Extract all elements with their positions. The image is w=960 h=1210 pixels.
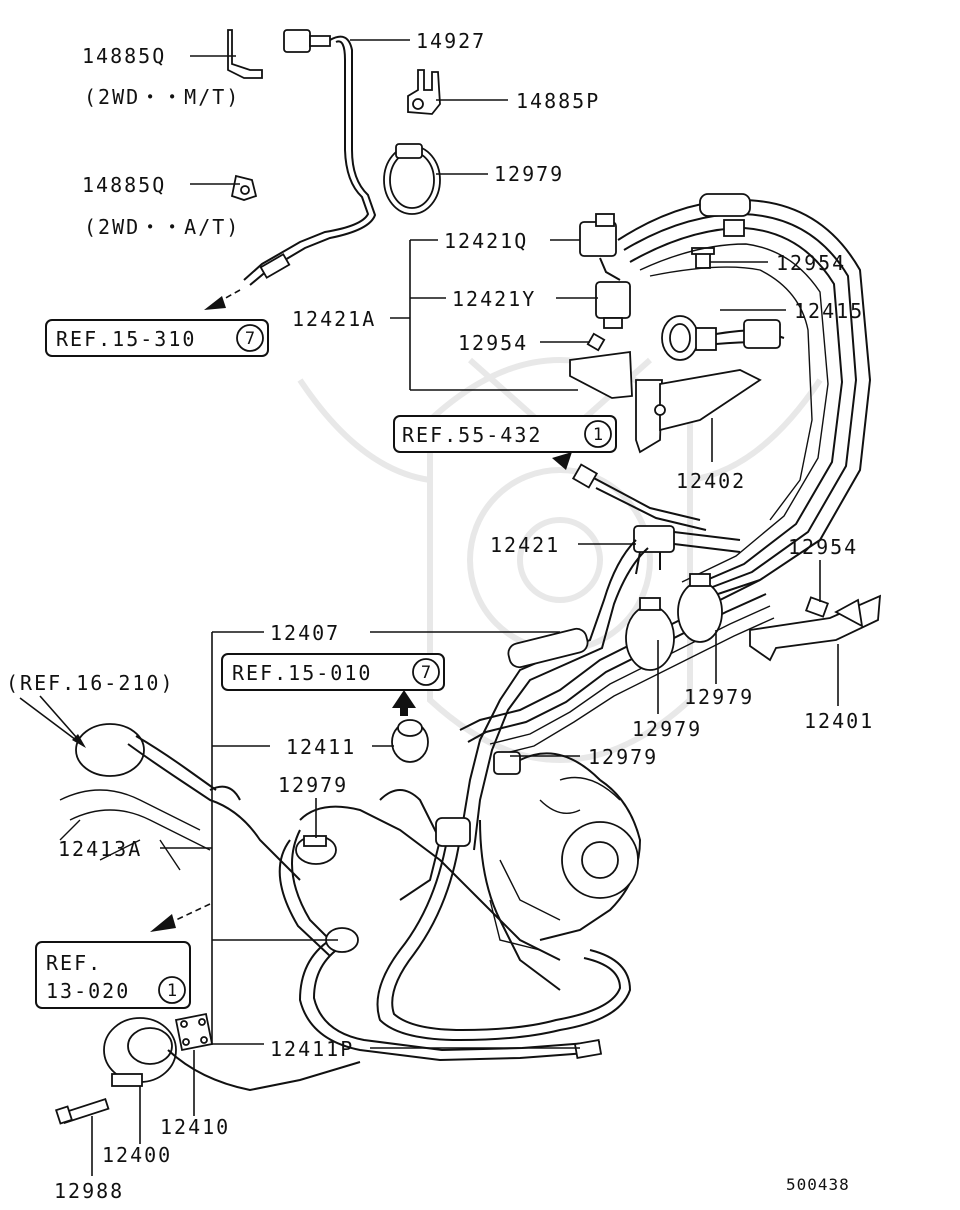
ref-text-16-210: (REF.16-210)	[6, 671, 175, 695]
label-12401: 12401	[804, 709, 874, 733]
label-12954-top: 12954	[776, 251, 846, 275]
bracket-14885p	[407, 69, 441, 115]
ref-arrow-55-432	[552, 452, 707, 531]
ref-circle-55-432: 1	[593, 425, 603, 445]
bracket-12421a	[569, 350, 633, 399]
label-12979-right: 12979	[684, 685, 754, 709]
label-14885q-at: 14885Q	[82, 173, 166, 197]
ref-arrow-13-020	[150, 903, 211, 932]
label-12407: 12407	[270, 621, 340, 645]
label-12415: 12415	[794, 299, 864, 323]
bracket-12401	[749, 594, 882, 662]
note-2wd-mt: (2WD・・M/T)	[84, 85, 240, 109]
label-12421: 12421	[490, 533, 560, 557]
clamp-12979-top	[383, 143, 441, 215]
ref-text-13-020-line1: REF.	[46, 951, 102, 975]
label-12421q: 12421Q	[444, 229, 528, 253]
grommet-12411	[391, 719, 429, 763]
label-14927: 14927	[416, 29, 486, 53]
label-12954-right: 12954	[788, 535, 858, 559]
label-12402: 12402	[676, 469, 746, 493]
ref-circle-13-020: 1	[167, 981, 177, 1001]
ref-arrow-15-310	[204, 289, 241, 310]
ref-circle-15-010: 7	[421, 663, 431, 683]
label-12410: 12410	[160, 1115, 230, 1139]
ref-16-210[interactable]: (REF.16-210)	[6, 671, 175, 695]
label-14885p: 14885P	[516, 89, 600, 113]
label-12979-center: 12979	[632, 717, 702, 741]
sensor-12413a	[59, 723, 301, 881]
ref-circle-15-310: 7	[245, 329, 255, 349]
part-labels: 14927 14885Q (2WD・・M/T) 14885P 12979 148…	[54, 29, 874, 1203]
solenoid-valve-12421y	[595, 281, 631, 329]
label-12979-mid: 12979	[588, 745, 658, 769]
ref-box-15-010[interactable]: REF.15-010 7	[221, 653, 445, 691]
label-14885q-mt: 14885Q	[82, 44, 166, 68]
diagram-id: 500438	[786, 1175, 850, 1194]
label-12411: 12411	[286, 735, 356, 759]
harness-main	[459, 539, 775, 851]
solenoid-valve-12421q	[579, 213, 621, 281]
bracket-12402	[635, 369, 762, 454]
bolt-12954-right	[804, 596, 830, 618]
label-12421y: 12421Y	[452, 287, 536, 311]
ref-text-15-010: REF.15-010	[232, 661, 372, 685]
bolt-12988	[54, 1098, 110, 1125]
label-12988: 12988	[54, 1179, 124, 1203]
sensor-cable-14927	[243, 29, 377, 286]
harness-lower-loop	[278, 751, 632, 1062]
label-12421a: 12421A	[292, 307, 376, 331]
ref-box-55-432[interactable]: REF.55-432 1	[393, 415, 617, 453]
label-12400: 12400	[102, 1143, 172, 1167]
bracket-14885q-at	[230, 174, 258, 201]
label-12954-mid: 12954	[458, 331, 528, 355]
clamp-12979-mid	[295, 835, 337, 865]
label-12411p: 12411P	[270, 1037, 354, 1061]
ref-box-13-020[interactable]: REF. 13-020 1	[35, 941, 191, 1009]
label-12979-left: 12979	[278, 773, 348, 797]
note-2wd-at: (2WD・・A/T)	[84, 215, 240, 239]
connector-12415	[661, 315, 785, 361]
bracket-14885q-mt	[227, 29, 263, 79]
leader-lines	[19, 39, 839, 1176]
harness-bundle-upper-right	[617, 193, 872, 601]
ref-box-15-310[interactable]: REF.15-310 7	[45, 319, 269, 357]
bolt-12954-mid	[586, 332, 606, 352]
ref-text-15-310: REF.15-310	[56, 327, 196, 351]
label-12979-top: 12979	[494, 162, 564, 186]
label-12413a: 12413A	[58, 837, 142, 861]
ref-arrow-15-010	[392, 690, 416, 716]
clamp-12979-right	[625, 573, 723, 671]
ref-text-13-020-line2: 13-020	[46, 979, 130, 1003]
gasket-12410	[174, 1012, 214, 1052]
sensor-12400	[103, 1017, 361, 1092]
ref-text-55-432: REF.55-432	[402, 423, 542, 447]
